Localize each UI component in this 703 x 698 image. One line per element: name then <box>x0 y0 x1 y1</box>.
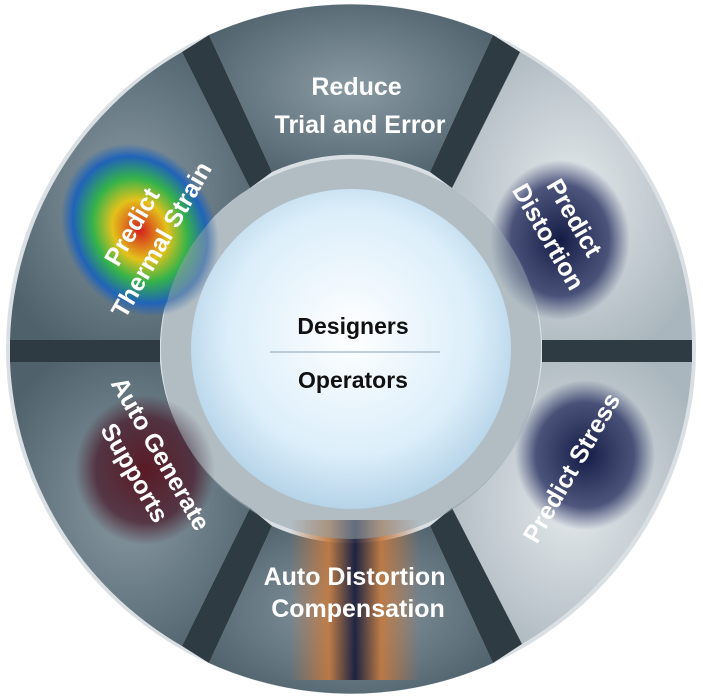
segment-reduce-trial-error <box>209 4 493 172</box>
label-reduce-line-1: Reduce <box>311 73 401 101</box>
support-generation-model <box>75 395 215 545</box>
separator-right <box>542 340 692 362</box>
separator-top-right <box>430 35 520 188</box>
center-circle <box>191 189 511 509</box>
label-reduce-trial-error: Reduce Trial and Error <box>275 73 446 139</box>
compensation-simulation <box>290 520 420 680</box>
separator-bottom-left <box>182 508 272 663</box>
simulation-imagery <box>60 143 655 680</box>
separator-left <box>10 340 160 362</box>
label-auto-distortion-compensation: Auto Distortion Compensation <box>264 563 453 623</box>
stress-simulation <box>515 380 655 530</box>
center-bottom-text: Operators <box>298 367 408 393</box>
separator-bottom-right <box>430 508 522 663</box>
center-top-text: Designers <box>297 313 408 339</box>
separator-top-left <box>182 35 272 188</box>
segment-separators <box>10 35 692 663</box>
label-compensation-line-2: Compensation <box>271 595 445 623</box>
label-compensation-line-1: Auto Distortion <box>264 563 446 591</box>
label-reduce-line-2: Trial and Error <box>275 111 446 139</box>
